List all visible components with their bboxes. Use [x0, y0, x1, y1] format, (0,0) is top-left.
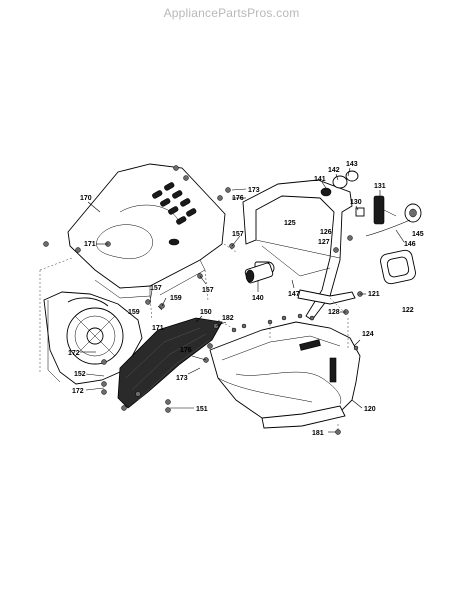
- label-130: 130: [350, 199, 362, 206]
- label-176b: 176: [180, 347, 192, 354]
- label-140: 140: [252, 295, 264, 302]
- label-122: 122: [402, 307, 414, 314]
- label-147: 147: [288, 291, 300, 298]
- label-151: 151: [196, 406, 208, 413]
- lower-housing-124[interactable]: [209, 321, 361, 429]
- label-181: 181: [312, 430, 324, 437]
- label-124: 124: [362, 331, 374, 338]
- label-120: 120: [364, 406, 376, 413]
- label-141: 141: [314, 176, 326, 183]
- switch-box-140[interactable]: [244, 262, 274, 284]
- scraper-bar-150[interactable]: [117, 317, 223, 409]
- cord-146[interactable]: [365, 219, 411, 237]
- vent-slots: [152, 182, 197, 246]
- key-gasket-122[interactable]: [379, 249, 417, 285]
- label-150: 150: [200, 309, 212, 316]
- label-157a: 157: [232, 231, 244, 238]
- label-159b: 159: [128, 309, 140, 316]
- label-173a: 173: [248, 187, 260, 194]
- label-176a: 176: [232, 195, 244, 202]
- watermark: AppliancePartsPros.com: [163, 6, 300, 20]
- part-labels: 143 142 141 131 130 145 146 173 176 170 …: [68, 161, 424, 437]
- label-152: 152: [74, 371, 86, 378]
- label-157c: 157: [150, 285, 162, 292]
- label-171b: 171: [152, 325, 164, 332]
- label-131: 131: [374, 183, 386, 190]
- button-130[interactable]: [355, 207, 365, 217]
- label-157b: 157: [202, 287, 214, 294]
- label-182: 182: [222, 315, 234, 322]
- auger-housing[interactable]: [43, 291, 143, 385]
- label-143: 143: [346, 161, 358, 168]
- label-146: 146: [404, 241, 416, 248]
- knob-142-143[interactable]: [320, 170, 359, 197]
- label-125: 125: [284, 220, 296, 227]
- label-145: 145: [412, 231, 424, 238]
- switch-131[interactable]: [373, 195, 397, 225]
- leader-lines: [80, 167, 405, 433]
- label-159a: 159: [170, 295, 182, 302]
- hardware-fasteners: [43, 165, 363, 435]
- label-142: 142: [328, 167, 340, 174]
- label-172a: 172: [68, 350, 80, 357]
- light-145[interactable]: [404, 203, 422, 223]
- label-173b: 173: [176, 375, 188, 382]
- label-172b: 172: [72, 388, 84, 395]
- label-128: 128: [328, 309, 340, 316]
- housing-cover-170[interactable]: [67, 163, 226, 299]
- label-121: 121: [368, 291, 380, 298]
- label-171a: 171: [84, 241, 96, 248]
- label-126: 126: [320, 229, 332, 236]
- label-127: 127: [318, 239, 330, 246]
- label-170: 170: [80, 195, 92, 202]
